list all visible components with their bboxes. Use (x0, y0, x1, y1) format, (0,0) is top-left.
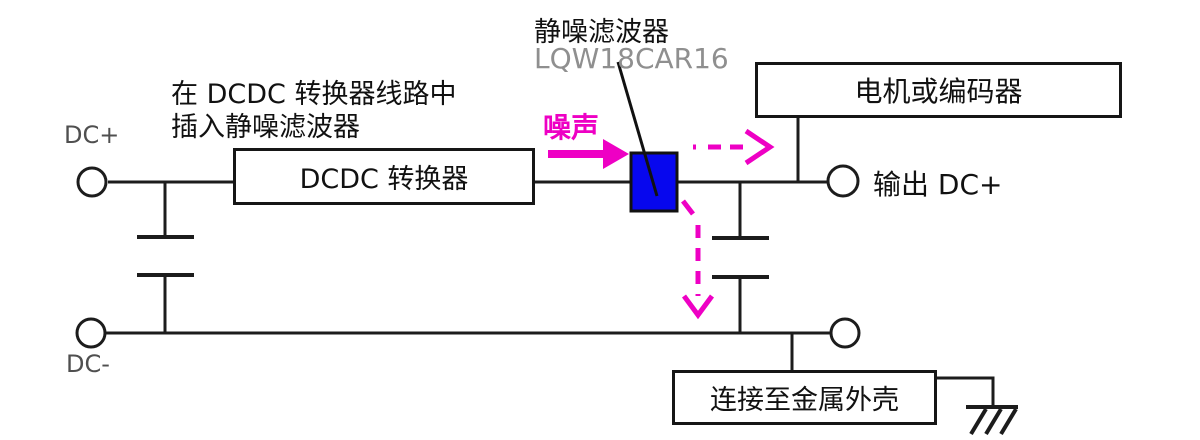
output-dc-plus-terminal (826, 164, 860, 198)
filter-pointer-line (616, 61, 659, 197)
metal-case-box: 连接至金属外壳 (672, 370, 937, 425)
noise-label: 噪声 (543, 111, 600, 144)
dc-minus-label: DC- (66, 350, 110, 378)
case-terminal (829, 317, 861, 349)
dcdc-converter-box: DCDC 转换器 (233, 148, 535, 205)
capacitor-output (712, 182, 769, 333)
noise-arrow-icon (548, 139, 629, 169)
dcdc-converter-label: DCDC 转换器 (299, 164, 469, 195)
dc-plus-terminal (76, 166, 108, 198)
dc-minus-terminal (75, 317, 107, 349)
dc-plus-label: DC+ (64, 121, 120, 149)
annotation-line1: 在 DCDC 转换器线路中 (171, 79, 457, 110)
output-dc-plus-label: 输出 DC+ (873, 168, 1003, 201)
motor-encoder-label: 电机或编码器 (854, 75, 1023, 108)
annotation-line2: 插入静噪滤波器 (171, 112, 360, 143)
noise-filter-label: 静噪滤波器 (534, 17, 669, 48)
noise-path-down-arrow-icon (681, 199, 715, 320)
noise-path-right-arrow-icon (693, 128, 775, 166)
capacitor-input (137, 182, 194, 333)
annotation-text: 在 DCDC 转换器线路中 插入静噪滤波器 (171, 78, 456, 144)
filter-part-number: LQW18CAR16 (534, 42, 729, 75)
ground-icon (935, 376, 1018, 436)
motor-encoder-box: 电机或编码器 (755, 62, 1122, 118)
metal-case-label: 连接至金属外壳 (710, 385, 899, 416)
